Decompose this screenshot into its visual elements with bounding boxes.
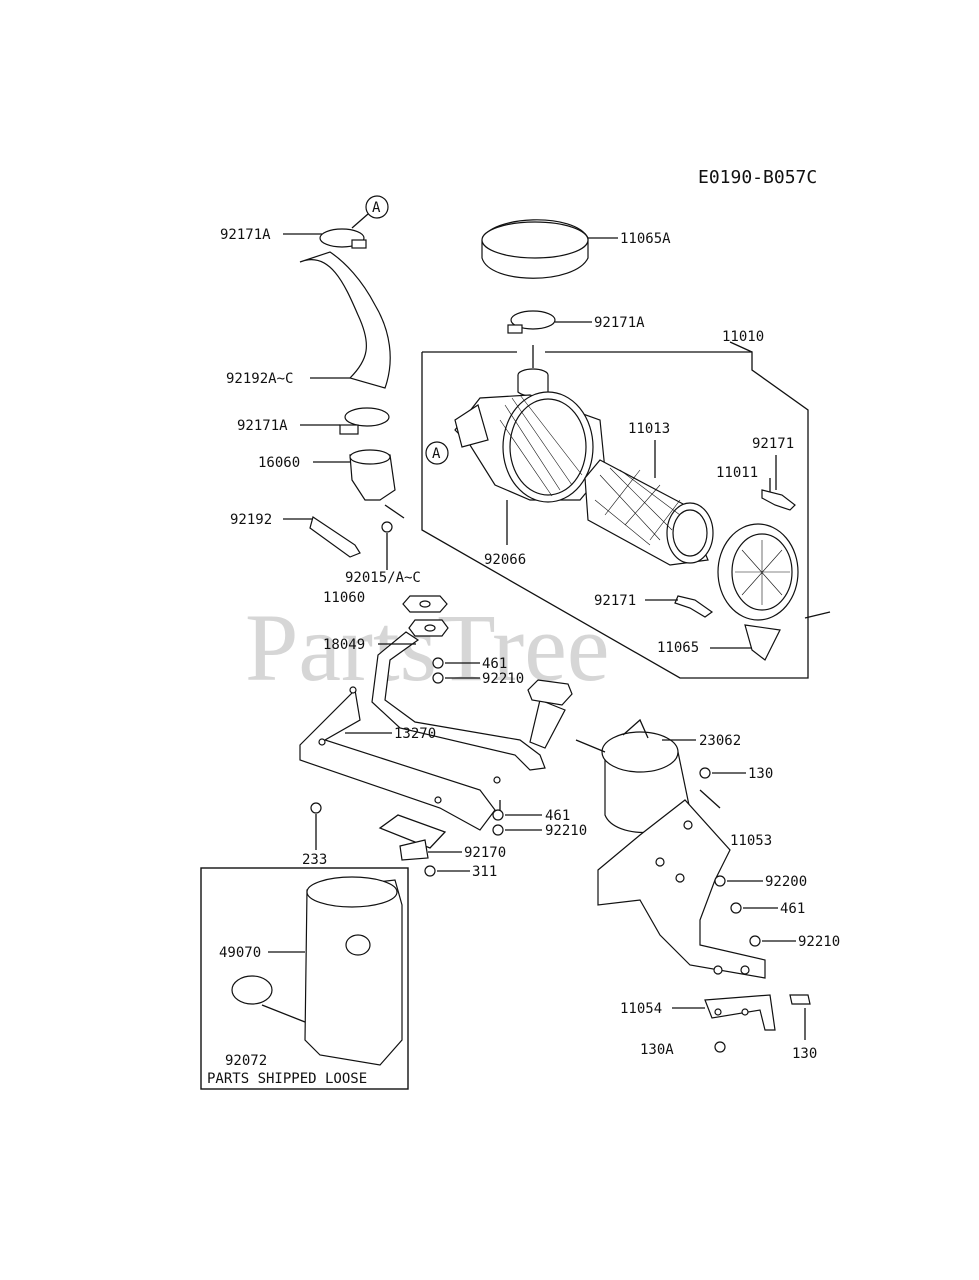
- label-92210-b: 92210: [545, 823, 587, 839]
- nut-461-b[interactable]: [492, 809, 504, 821]
- callout-a-mid-label: A: [432, 446, 441, 462]
- label-11054: 11054: [620, 1001, 662, 1017]
- breather-tube[interactable]: [309, 516, 361, 558]
- nut-92210-a[interactable]: [432, 672, 444, 684]
- callout-a-mid: [425, 441, 449, 465]
- mount-bracket-group: 23062 130 11053 92200 461 92210 11054 13…: [575, 718, 840, 1062]
- clamp-92170[interactable]: [399, 839, 429, 861]
- label-92210-c: 92210: [798, 934, 840, 950]
- label-461-a: 461: [482, 656, 507, 672]
- label-92192: 92192: [230, 512, 272, 528]
- label-23062: 23062: [699, 733, 741, 749]
- label-18049: 18049: [323, 637, 365, 653]
- label-92171-right: 92171: [752, 436, 794, 452]
- small-bracket[interactable]: [704, 994, 776, 1031]
- parts-shipped-loose-box: 49070 92072 PARTS SHIPPED LOOSE: [200, 867, 409, 1090]
- label-130-top: 130: [748, 766, 773, 782]
- heat-shield[interactable]: [299, 688, 496, 831]
- label-11053: 11053: [730, 833, 772, 849]
- exhaust-pipe[interactable]: [371, 631, 546, 771]
- hose-clamp-mid[interactable]: [344, 407, 390, 427]
- label-92015: 92015/A~C: [345, 570, 421, 586]
- label-461-b: 461: [545, 808, 570, 824]
- mount-bracket[interactable]: [597, 799, 766, 979]
- nut-311[interactable]: [424, 865, 436, 877]
- diagram-code: E0190-B057C: [698, 167, 817, 188]
- box-caption: PARTS SHIPPED LOOSE: [207, 1071, 367, 1087]
- nut-92210-b[interactable]: [492, 824, 504, 836]
- washer-92200[interactable]: [714, 875, 726, 887]
- label-92171A-cap: 92171A: [594, 315, 645, 331]
- label-16060: 16060: [258, 455, 300, 471]
- bolt-130A[interactable]: [714, 1041, 726, 1053]
- label-11010: 11010: [722, 329, 764, 345]
- nut-461-c[interactable]: [730, 902, 742, 914]
- bolt-130-top[interactable]: [699, 767, 711, 779]
- dust-valve[interactable]: [744, 624, 781, 661]
- label-92171A-top: 92171A: [220, 227, 271, 243]
- label-11011: 11011: [716, 465, 758, 481]
- label-11065: 11065: [657, 640, 699, 656]
- callout-a-top: [365, 195, 389, 219]
- label-11013: 11013: [628, 421, 670, 437]
- callout-a-top-label: A: [372, 200, 381, 216]
- label-92171A-mid: 92171A: [237, 418, 288, 434]
- nut-461-a[interactable]: [432, 657, 444, 669]
- air-cleaner-group: 11065A 92171A 11010 A 92066: [421, 219, 831, 679]
- air-intake-hose-group: A 92171A 92192A~C 92171A 16060 92192 920…: [220, 195, 421, 586]
- label-461-c: 461: [780, 901, 805, 917]
- nut-92210-c[interactable]: [749, 935, 761, 947]
- label-92170: 92170: [464, 845, 506, 861]
- label-49070: 49070: [219, 945, 261, 961]
- intake-elbow[interactable]: [349, 454, 396, 501]
- label-233: 233: [302, 852, 327, 868]
- muffler-clamp[interactable]: [231, 975, 273, 1005]
- label-92210-a: 92210: [482, 671, 524, 687]
- air-hose[interactable]: [299, 251, 391, 389]
- label-11065A: 11065A: [620, 231, 671, 247]
- label-92066: 92066: [484, 552, 526, 568]
- clip-11011[interactable]: [761, 489, 796, 511]
- label-92200: 92200: [765, 874, 807, 890]
- exhaust-pipe-group: 11060 18049 461 92210 13270 461 9221: [299, 590, 587, 880]
- muffler[interactable]: [304, 879, 403, 1066]
- label-92192A: 92192A~C: [226, 371, 293, 387]
- bolt-233[interactable]: [310, 802, 322, 814]
- label-130A: 130A: [640, 1042, 674, 1058]
- clip-92171-low[interactable]: [674, 595, 714, 618]
- clip-92015[interactable]: [381, 521, 393, 533]
- bolt-130-bottom[interactable]: [789, 994, 811, 1005]
- exhaust-gasket-right[interactable]: [527, 679, 573, 706]
- label-13270: 13270: [394, 726, 436, 742]
- label-311: 311: [472, 864, 497, 880]
- label-11060: 11060: [323, 590, 365, 606]
- label-92072: 92072: [225, 1053, 267, 1069]
- label-92171-low: 92171: [594, 593, 636, 609]
- label-130-bottom: 130: [792, 1046, 817, 1062]
